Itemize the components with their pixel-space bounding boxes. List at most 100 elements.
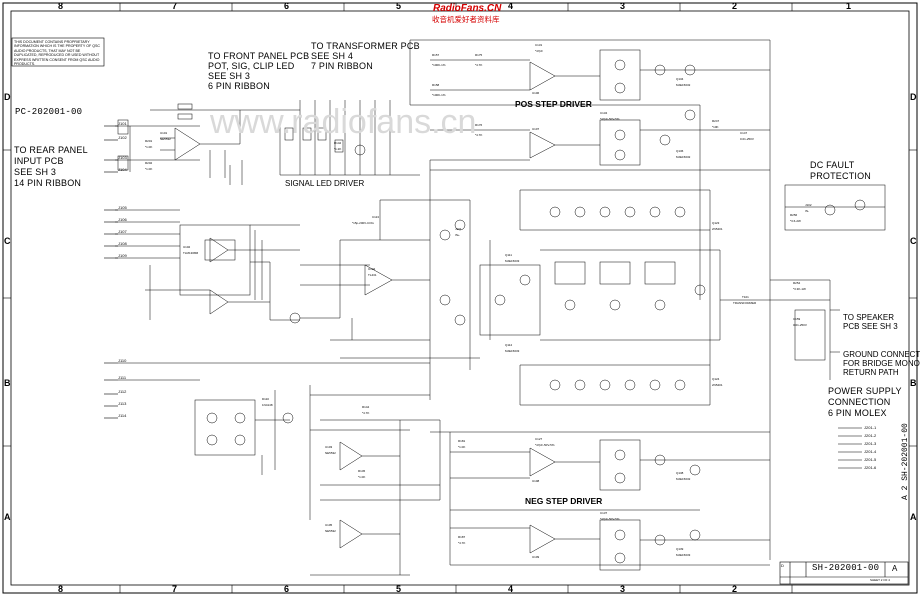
connector-j109: J109 (118, 253, 127, 258)
comp-val: NE5532 (325, 451, 336, 455)
comp-ref: C159 (793, 317, 801, 321)
comp-ref: Q134 (676, 77, 684, 81)
comp-ref: C127 (535, 437, 543, 441)
comparator-u106 (529, 61, 556, 91)
comp-ref: Q123 (712, 221, 720, 225)
comp-val: *47pF-50V-5% (600, 517, 620, 521)
connector-j106: J106 (118, 217, 127, 222)
zone-col-6: 6 (284, 1, 290, 11)
comp-ref: C137 (600, 511, 608, 515)
comp-val: *1.0K (145, 167, 153, 171)
front-panel-line-4: 6 PIN RIBBON (208, 81, 270, 91)
power-supply-line-3: 6 PIN MOLEX (828, 408, 887, 418)
comp-val: *1.0K (358, 475, 366, 479)
comp-val: NE5532 (325, 529, 336, 533)
connector-j108: J108 (118, 241, 127, 246)
signal-led-driver-title: SIGNAL LED DRIVER (285, 179, 365, 188)
front-panel-line-2: POT, SIG, CLIP LED (208, 61, 295, 71)
zone-row-d-right: D (910, 92, 917, 102)
comp-ref: R157 (432, 53, 440, 57)
connector-j113: J113 (118, 401, 127, 406)
comp-ref: C134 (600, 111, 608, 115)
comp-ref: R202 (145, 161, 153, 165)
comp-ref: Q138 (676, 471, 684, 475)
title-block-sheet-number: SH-202001-00 (812, 563, 880, 573)
comp-val: 0.01-250V (740, 137, 754, 141)
comp-val: *4.7K (475, 133, 483, 137)
zone-row-b-right: B (910, 378, 917, 388)
connector-j114: J114 (118, 413, 127, 418)
comp-ref: U107 (532, 127, 540, 131)
comp-val: TRANSFORMER (733, 301, 757, 305)
opamp-u105 (339, 519, 363, 549)
opamp-u102a (209, 237, 229, 263)
comp-val: *47pF-50V-5% (535, 443, 555, 447)
lower-center-section (310, 419, 441, 576)
comp-ref: C113 (372, 215, 379, 219)
connector-j201-6: J201-6 (864, 465, 877, 470)
signal-led-section (279, 100, 420, 176)
dc-fault-line-2: PROTECTION (810, 171, 872, 181)
comparator-u108 (529, 447, 556, 477)
connector-j201-5: J201-5 (864, 457, 877, 462)
title-block-sheet: SHEET 2 OF 4 (870, 578, 890, 582)
comp-ref: R201 (145, 139, 153, 143)
comp-ref: C147 (740, 131, 748, 135)
comp-val: *1.0K (145, 145, 153, 149)
connector-j103: J103 (118, 155, 127, 160)
comp-ref: Q136 (676, 149, 684, 153)
input-section (115, 103, 370, 324)
comp-val: *4.7K (458, 541, 466, 545)
comp-ref: J102 (805, 203, 812, 207)
zone-col-2: 2 (732, 1, 738, 11)
comp-ref: R144 (362, 405, 370, 409)
zone-col-7: 7 (172, 1, 178, 11)
comp-val: TLM1308M (183, 251, 199, 255)
connector-j107: J107 (118, 229, 127, 234)
vas-section (330, 160, 541, 400)
zone-row-a: A (4, 512, 11, 522)
pos-step-driver-title: POS STEP DRIVER (515, 99, 592, 109)
comp-val: MJE15033 (676, 553, 691, 557)
front-panel-line-1: TO FRONT PANEL PCB (208, 51, 310, 61)
comp-ref: U101 (160, 131, 168, 135)
opamp-u102b (209, 289, 229, 315)
zone-col-4: 4 (508, 1, 514, 11)
comp-val: TL431 (368, 273, 377, 277)
connector-j110: J110 (118, 358, 127, 363)
connector-j102: J102 (118, 135, 127, 140)
inner-border (10, 10, 910, 586)
comp-val: *47pF-50V-5% (600, 117, 620, 121)
zone-row-c-right: C (910, 236, 917, 246)
comp-val: *3.6-2W (790, 219, 801, 223)
zone-row-a-right: A (910, 512, 917, 522)
comp-val: MJE15032 (676, 477, 691, 481)
zone-row-d: D (4, 92, 11, 102)
connector-j201-4: J201-4 (864, 449, 877, 454)
front-panel-line-3: SEE SH 3 (208, 71, 251, 81)
comp-val: *15p-200V-COG (352, 221, 374, 225)
comp-val: MJE15033 (505, 259, 520, 263)
ground-line-2: FOR BRIDGE MONO (843, 359, 920, 368)
comp-val: *100K-1% (432, 63, 446, 67)
dc-fault-section (770, 184, 886, 380)
power-supply-line-1: POWER SUPPLY (828, 386, 902, 396)
comp-ref: J101 (455, 227, 462, 231)
opamp-u103 (364, 264, 393, 296)
comp-ref: R176 (475, 123, 483, 127)
watermark-background: www.radiofans.cn (210, 103, 477, 141)
transformer-line-3: 7 PIN RIBBON (311, 61, 373, 71)
comp-ref: Q124 (712, 377, 720, 381)
zone-col-8-bottom: 8 (58, 584, 64, 594)
comp-ref: Q139 (676, 547, 684, 551)
ground-line-1: GROUND CONNECTION (843, 350, 920, 359)
zone-row-b: B (4, 378, 11, 388)
title-block-size: D (781, 563, 784, 568)
zone-ticks (3, 3, 917, 593)
zone-col-7-bottom: 7 (172, 584, 178, 594)
zone-col-5-bottom: 5 (396, 584, 402, 594)
zone-col-3-bottom: 3 (620, 584, 626, 594)
